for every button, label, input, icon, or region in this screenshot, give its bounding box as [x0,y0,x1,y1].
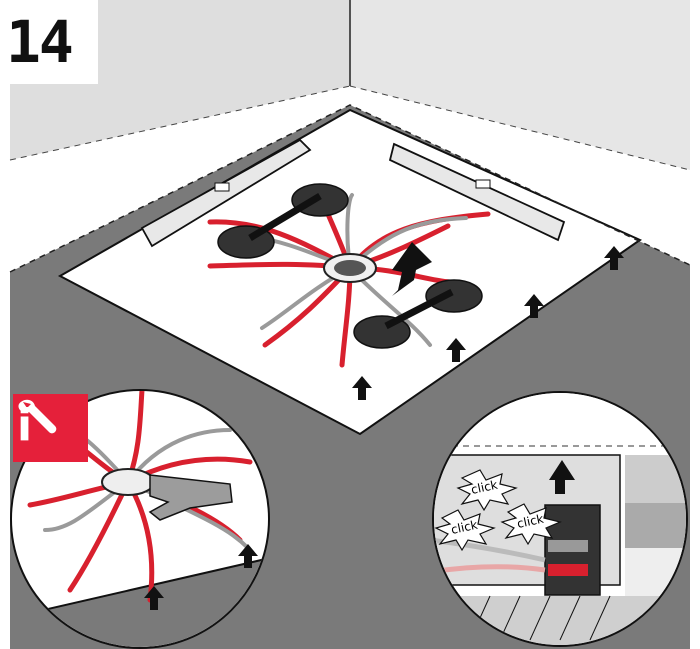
wrench-icon [13,394,61,442]
info-badge: i [13,394,88,462]
cable-hub-core [334,260,366,276]
step-number: 14 [0,0,98,84]
level-bubble [215,183,229,191]
level-bubble [476,180,490,188]
